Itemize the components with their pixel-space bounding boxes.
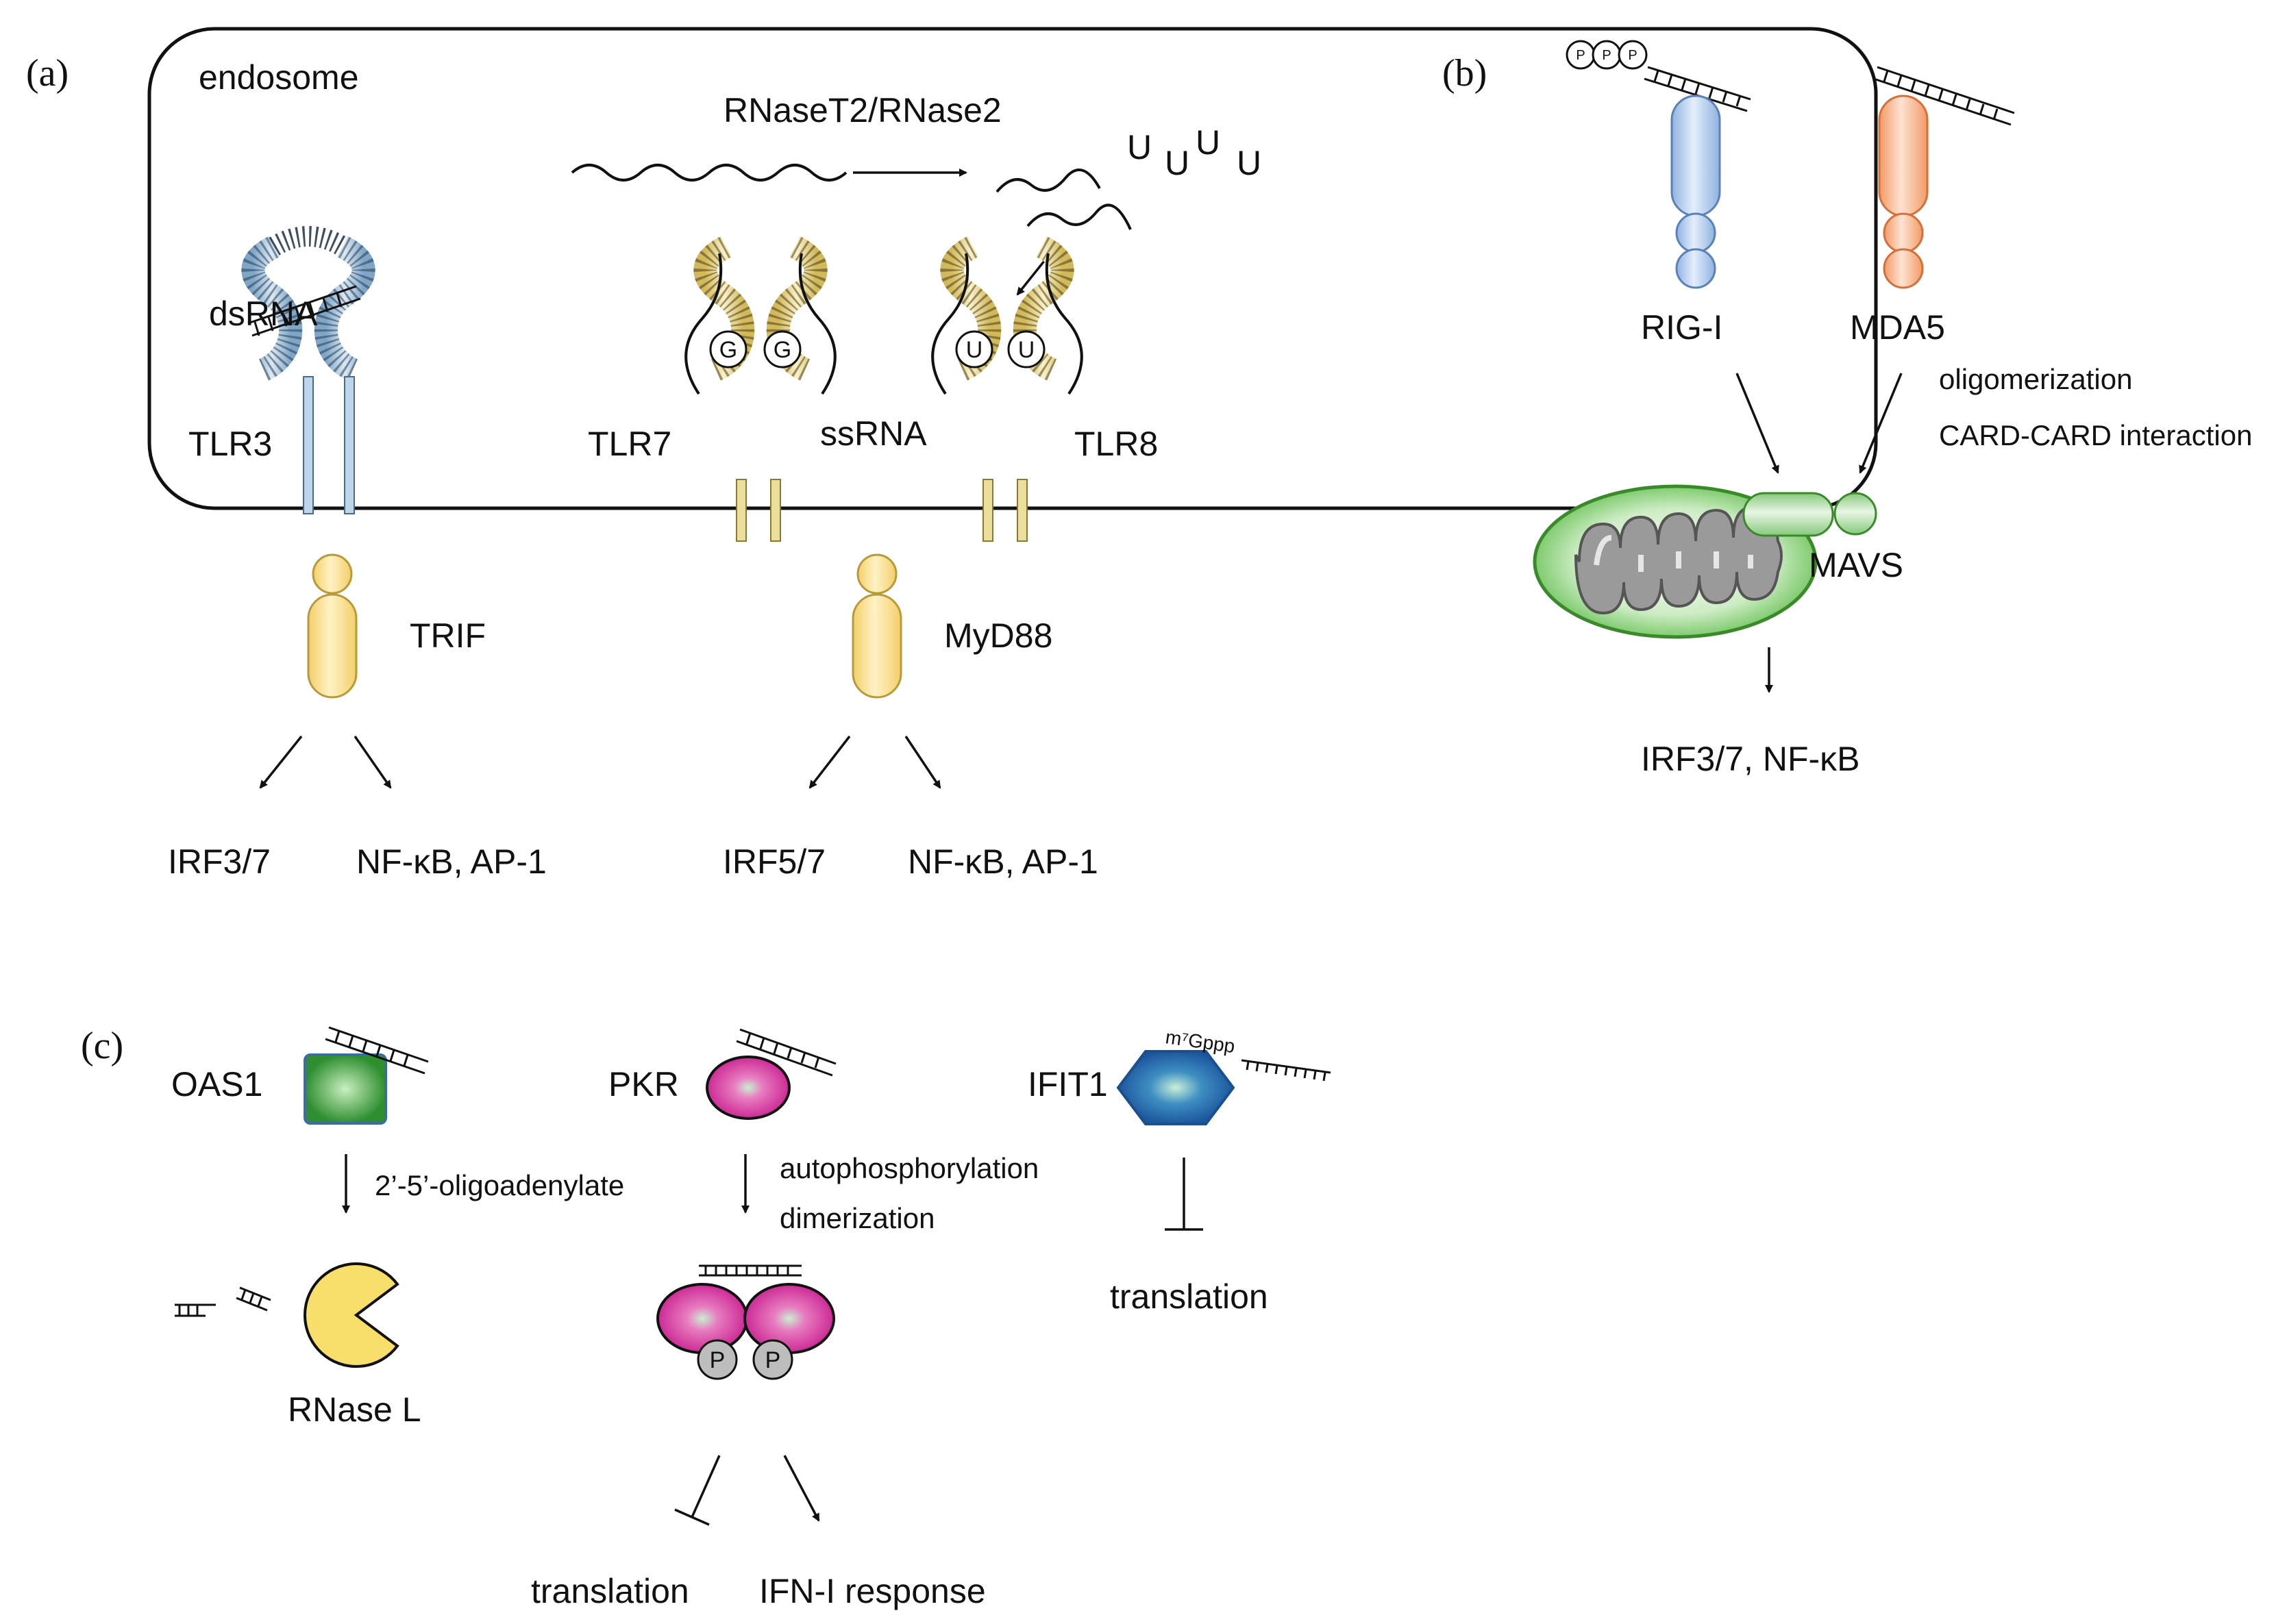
pkr-translation-label: translation <box>531 1572 689 1610</box>
uridine-circle-2 <box>1007 330 1046 368</box>
rnase-label: RNaseT2/RNase2 <box>724 91 1002 129</box>
guanosine-1: G <box>719 337 737 363</box>
phosphate-2: P <box>1602 48 1611 63</box>
uridine-mark-1: U <box>966 337 983 363</box>
ssrna-fragment-1 <box>996 168 1101 193</box>
mavs-protein <box>1742 492 1877 537</box>
myd88-adaptor <box>852 553 902 699</box>
oas1-label: OAS1 <box>171 1065 262 1103</box>
guanosine-2: G <box>774 337 791 363</box>
ifit1-label: IFIT1 <box>1028 1065 1108 1103</box>
tlr8-label: TLR8 <box>1074 425 1158 463</box>
trif-label: TRIF <box>410 616 486 655</box>
ifn-response-label: IFN-I response <box>759 1572 986 1610</box>
oas1-dsrna <box>325 1026 429 1075</box>
guanosine-circle-1 <box>709 330 747 368</box>
trif-adaptor <box>307 553 358 699</box>
myd88-output-nfkb: NF-κB, AP-1 <box>908 842 1098 881</box>
dimerization-label: dimerization <box>780 1202 935 1234</box>
phosphate-1: P <box>1576 48 1585 63</box>
pkr-dsrna <box>736 1028 837 1077</box>
pkr-protein <box>706 1055 791 1120</box>
panel-b-label: (b) <box>1442 52 1487 95</box>
panel-a-label: (a) <box>26 52 69 95</box>
rigi-to-mavs-arrow <box>1735 373 1779 474</box>
rigi-label: RIG-I <box>1641 308 1722 347</box>
pkr-dimer <box>656 1264 835 1380</box>
mda5-protein <box>1878 95 1929 289</box>
myd88-output-irf: IRF5/7 <box>723 842 826 881</box>
tlr8-receptor <box>931 236 1083 542</box>
mda5-to-mavs-arrow <box>1859 373 1903 474</box>
myd88-arrow-right <box>904 736 941 789</box>
uridine-2: U <box>1165 144 1189 182</box>
endosome-label: endosome <box>199 58 359 97</box>
ifit1-translation-label: translation <box>1110 1277 1268 1316</box>
dsrna-label: dsRNA <box>209 295 318 333</box>
capped-rna <box>1241 1059 1331 1082</box>
pkr-inhibits-translation <box>674 1455 721 1526</box>
ifit1-protein <box>1116 1050 1235 1125</box>
autophosphorylation-label: autophosphorylation <box>780 1152 1039 1184</box>
tlr7-label: TLR7 <box>588 425 671 463</box>
tlr7-receptor <box>684 236 837 542</box>
tlr3-receptor <box>241 226 375 514</box>
uridine-3: U <box>1196 123 1220 162</box>
uridine-circle-1 <box>955 330 993 368</box>
rnasel-label: RNase L <box>288 1390 421 1429</box>
cleaved-rna-fragments <box>175 1286 271 1317</box>
oligoadenylate-label: 2’-5’-oligoadenylate <box>375 1169 624 1201</box>
ssrna-fragment-2 <box>1026 203 1132 230</box>
tlr3-label: TLR3 <box>188 425 272 463</box>
ifit1-inhibits-translation <box>1165 1158 1203 1231</box>
guanosine-circle-2 <box>763 330 802 368</box>
dsrna-ligand <box>247 285 361 337</box>
myd88-arrow-left <box>808 735 851 789</box>
ssrna-label: ssRNA <box>820 414 927 453</box>
rnasel-pacman <box>304 1262 399 1368</box>
trif-arrow-right <box>354 736 392 789</box>
mavs-output-label: IRF3/7, NF-κB <box>1641 740 1859 778</box>
trif-output-nfkb: NF-κB, AP-1 <box>356 842 547 881</box>
phosphate-3: P <box>1628 48 1637 63</box>
endosome-membrane <box>147 27 1878 510</box>
pkr-phosphate-2: P <box>765 1347 781 1373</box>
pkr-label: PKR <box>608 1065 679 1103</box>
uridine-1: U <box>1127 128 1152 166</box>
myd88-label: MyD88 <box>944 616 1052 655</box>
mavs-label: MAVS <box>1809 546 1903 584</box>
card-interaction-label: CARD-CARD interaction <box>1939 419 2252 451</box>
oas1-protein <box>304 1053 387 1125</box>
rigi-protein <box>1670 95 1721 289</box>
ssrna-strand <box>571 164 848 182</box>
uridine-mark-2: U <box>1018 337 1035 363</box>
oligomerization-label: oligomerization <box>1939 363 2132 395</box>
mda5-dsrna <box>1873 66 2015 126</box>
trif-arrow-left <box>259 735 303 789</box>
pkr-phosphate-1: P <box>710 1347 726 1373</box>
trif-output-irf: IRF3/7 <box>168 842 271 881</box>
panel-c-label: (c) <box>81 1025 123 1067</box>
mda5-label: MDA5 <box>1850 308 1945 347</box>
phosphate-circle-3 <box>1618 40 1648 70</box>
pkr-to-ifn-arrow <box>783 1455 820 1522</box>
uridine-4: U <box>1237 144 1261 182</box>
